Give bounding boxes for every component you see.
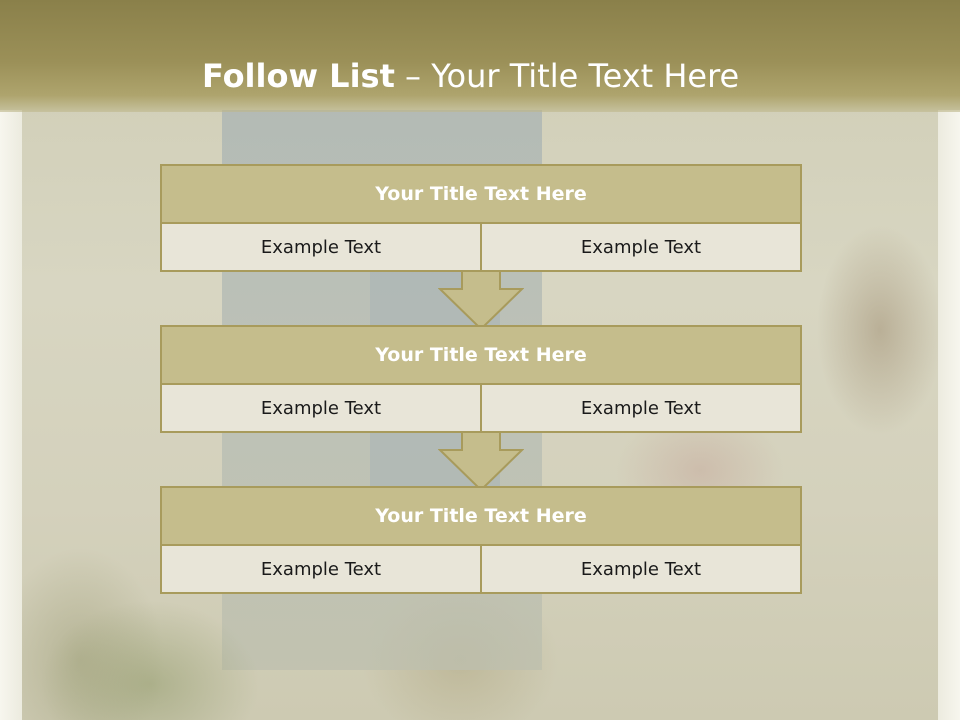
page-title: Follow List – Your Title Text Here	[0, 56, 960, 96]
background-plants	[40, 600, 260, 720]
block-cell-left: Example Text	[162, 385, 480, 431]
block-cell-right: Example Text	[482, 385, 800, 431]
block-title: Your Title Text Here	[162, 166, 800, 222]
flow-block-3: Your Title Text Here Example Text Exampl…	[160, 486, 802, 594]
block-title: Your Title Text Here	[162, 488, 800, 544]
background-edge-right	[938, 110, 960, 720]
block-cell-left: Example Text	[162, 546, 480, 592]
block-cell-right: Example Text	[482, 224, 800, 270]
page-title-rest: – Your Title Text Here	[405, 57, 740, 95]
flow-block-1: Your Title Text Here Example Text Exampl…	[160, 164, 802, 272]
page-title-bold: Follow List	[202, 57, 395, 95]
down-arrow-icon	[438, 432, 524, 492]
block-title: Your Title Text Here	[162, 327, 800, 383]
background-edge-left	[0, 110, 22, 720]
down-arrow-icon	[438, 271, 524, 331]
flow-block-2: Your Title Text Here Example Text Exampl…	[160, 325, 802, 433]
block-cell-right: Example Text	[482, 546, 800, 592]
block-cell-left: Example Text	[162, 224, 480, 270]
header-band	[0, 0, 960, 112]
